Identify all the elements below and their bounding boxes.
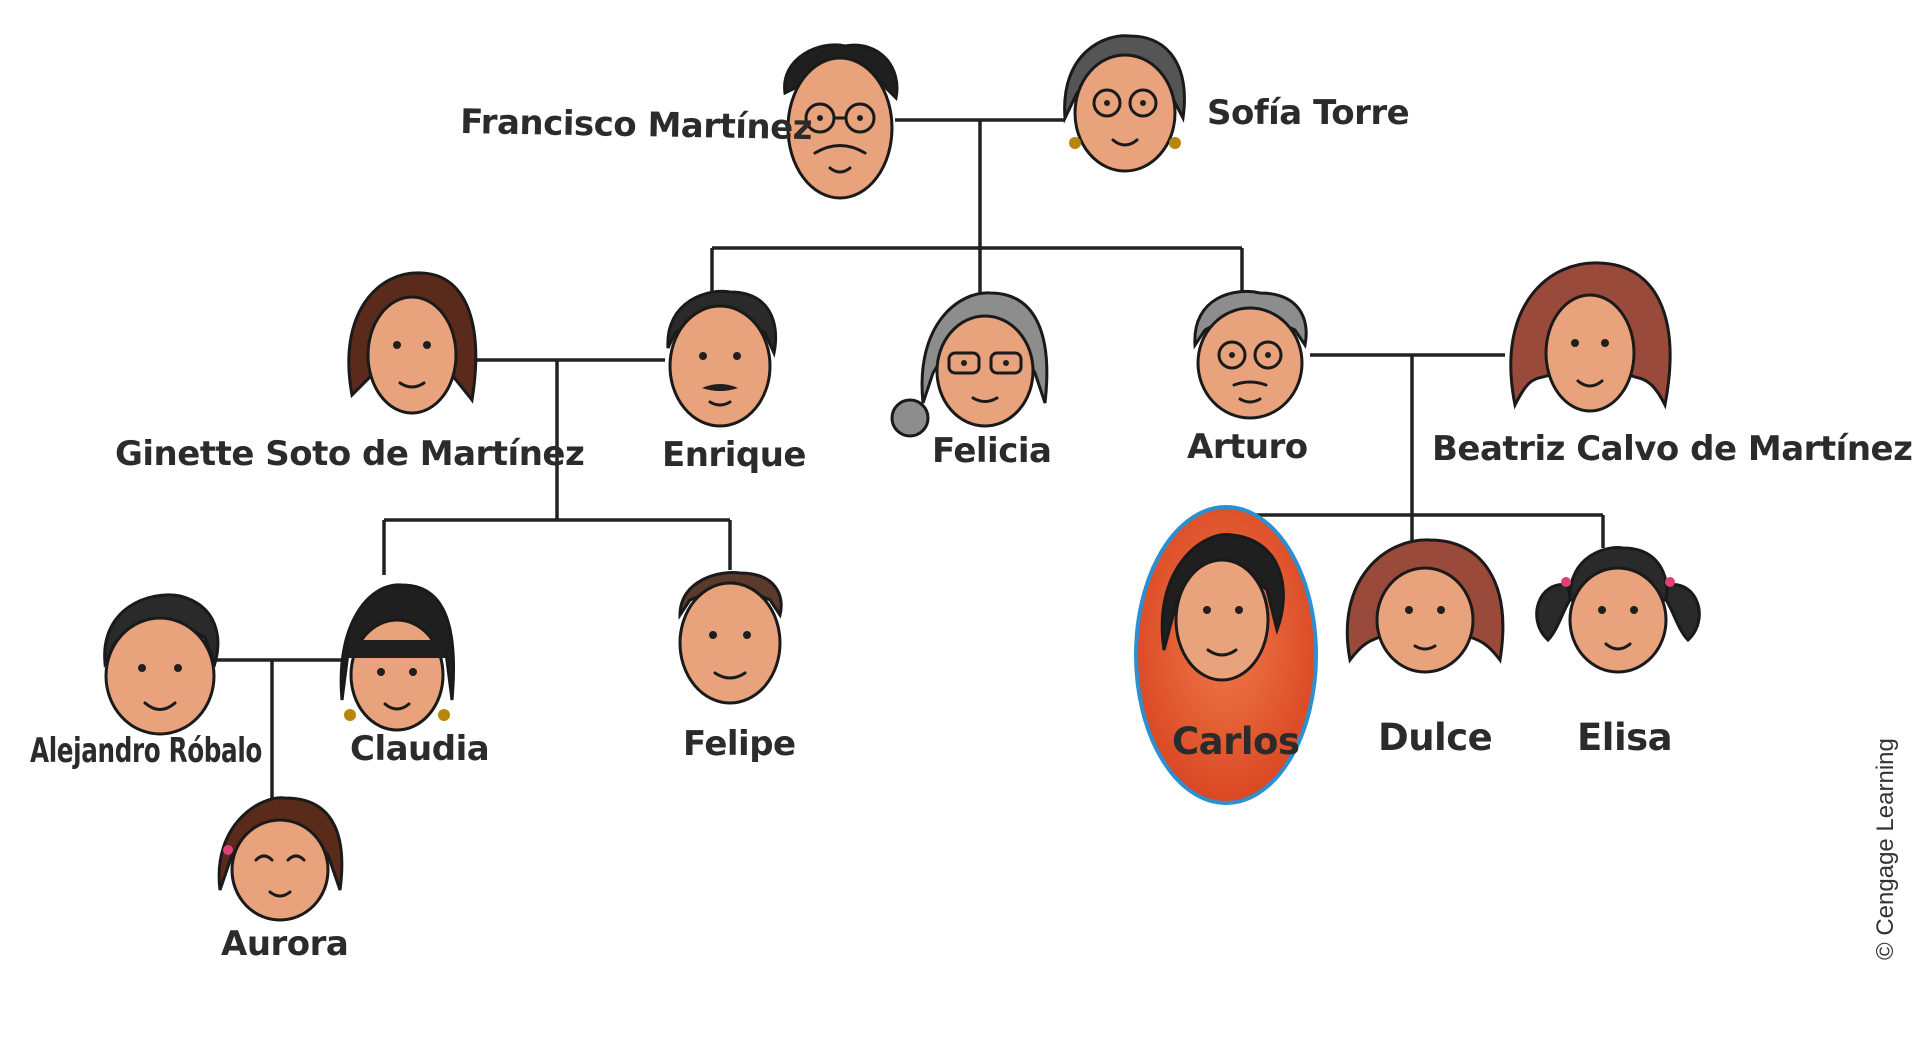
- name-arturo: Arturo: [1187, 427, 1308, 467]
- elisa-face-icon: [1535, 546, 1701, 674]
- carlos-face-icon: [1160, 533, 1285, 682]
- name-claudia: Claudia: [350, 729, 489, 769]
- name-ginette: Ginette Soto de Martínez: [115, 434, 584, 474]
- name-carlos: Carlos: [1172, 720, 1300, 763]
- name-alejandro: Alejandro Róbalo: [30, 731, 262, 771]
- name-aurora: Aurora: [221, 924, 348, 964]
- name-beatriz: Beatriz Calvo de Martínez: [1432, 429, 1912, 469]
- alejandro-face-icon: [103, 593, 220, 736]
- arturo-face-icon: [1193, 289, 1308, 420]
- felipe-face-icon: [678, 571, 783, 705]
- aurora-face-icon: [217, 796, 344, 922]
- name-dulce: Dulce: [1378, 716, 1492, 759]
- claudia-face-icon: [339, 583, 456, 732]
- felicia-face-icon: [890, 291, 1049, 438]
- name-francisco: Francisco Martínez: [460, 102, 813, 148]
- connector-lines: [215, 118, 1605, 800]
- enrique-face-icon: [666, 289, 778, 428]
- sofia-face-icon: [1063, 34, 1186, 173]
- name-felipe: Felipe: [683, 724, 796, 764]
- francisco-face-icon: [783, 43, 899, 200]
- name-elisa: Elisa: [1577, 716, 1672, 759]
- ginette-face-icon: [347, 271, 478, 415]
- copyright-credit: © Cengage Learning: [1872, 738, 1899, 960]
- beatriz-face-icon: [1509, 261, 1672, 413]
- dulce-face-icon: [1345, 538, 1505, 674]
- name-sofia: Sofía Torre: [1207, 93, 1409, 133]
- name-enrique: Enrique: [662, 435, 806, 475]
- name-felicia: Felicia: [932, 431, 1051, 471]
